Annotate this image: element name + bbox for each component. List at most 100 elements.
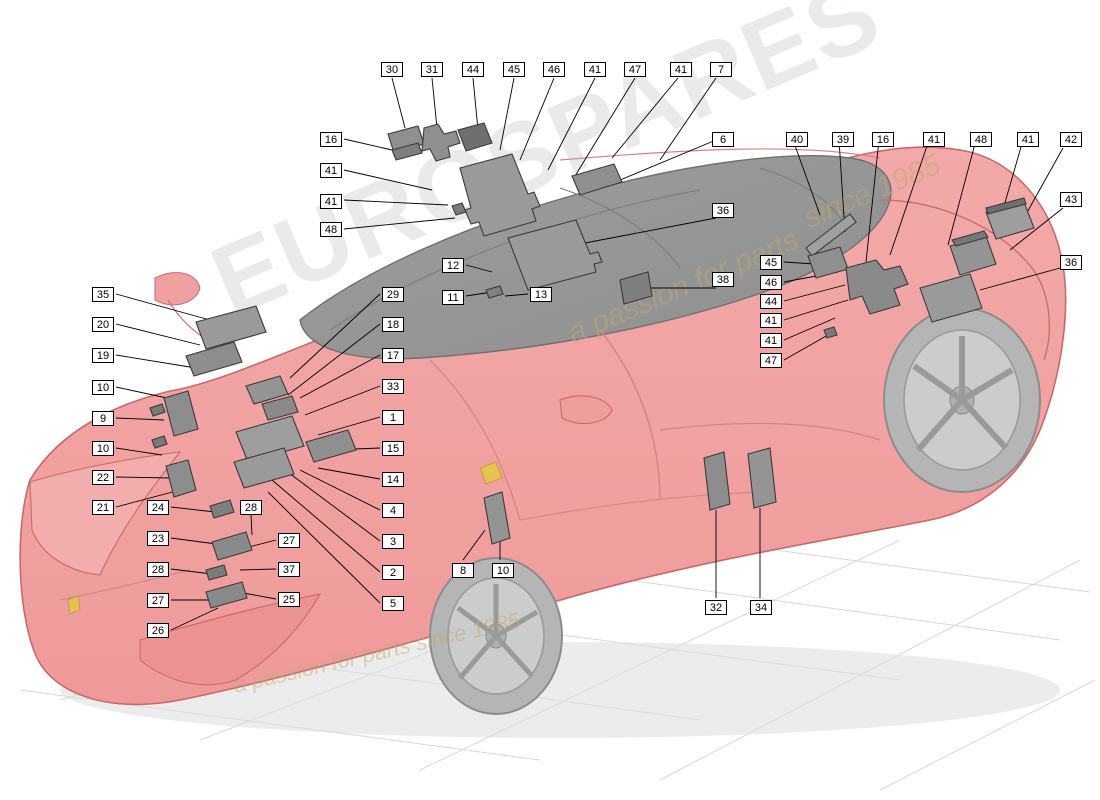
callout-32[interactable]: 32 [705, 600, 727, 615]
callout-45[interactable]: 45 [503, 62, 525, 77]
callout-41[interactable]: 41 [584, 62, 606, 77]
callout-1[interactable]: 1 [382, 410, 404, 425]
callout-28[interactable]: 28 [240, 500, 262, 515]
callout-12[interactable]: 12 [442, 258, 464, 273]
callout-36[interactable]: 36 [712, 203, 734, 218]
callout-25[interactable]: 25 [278, 592, 300, 607]
callout-13[interactable]: 13 [530, 287, 552, 302]
leader-line [299, 469, 381, 511]
wheel-rear [883, 307, 1041, 493]
callout-10[interactable]: 10 [92, 380, 114, 395]
leader-line [115, 293, 211, 321]
leader-line [115, 417, 165, 421]
callout-48[interactable]: 48 [320, 222, 342, 237]
callout-19[interactable]: 19 [92, 348, 114, 363]
callout-42[interactable]: 42 [1060, 132, 1082, 147]
leader-line [115, 447, 163, 456]
callout-44[interactable]: 44 [760, 294, 782, 309]
callout-6[interactable]: 6 [712, 132, 734, 147]
callout-46[interactable]: 46 [760, 275, 782, 290]
callout-35[interactable]: 35 [92, 287, 114, 302]
callout-40[interactable]: 40 [786, 132, 808, 147]
leader-lines [115, 77, 1064, 631]
callout-41[interactable]: 41 [923, 132, 945, 147]
component-42-fins [985, 197, 1027, 215]
callout-7[interactable]: 7 [710, 62, 732, 77]
callout-21[interactable]: 21 [92, 500, 114, 515]
callout-41[interactable]: 41 [670, 62, 692, 77]
callout-18[interactable]: 18 [382, 317, 404, 332]
callout-14[interactable]: 14 [382, 472, 404, 487]
callout-5[interactable]: 5 [382, 596, 404, 611]
component-34 [747, 447, 777, 509]
leader-line [343, 138, 393, 151]
callout-41[interactable]: 41 [1017, 132, 1039, 147]
leader-line [865, 139, 880, 263]
callout-45[interactable]: 45 [760, 255, 782, 270]
callout-43[interactable]: 43 [1060, 192, 1082, 207]
callout-27[interactable]: 27 [147, 593, 169, 608]
callout-15[interactable]: 15 [382, 441, 404, 456]
callout-20[interactable]: 20 [92, 317, 114, 332]
callout-29[interactable]: 29 [382, 287, 404, 302]
callout-47[interactable]: 47 [760, 353, 782, 368]
callout-41[interactable]: 41 [760, 333, 782, 348]
callout-48[interactable]: 48 [970, 132, 992, 147]
callout-3[interactable]: 3 [382, 534, 404, 549]
callout-47[interactable]: 47 [624, 62, 646, 77]
callout-46[interactable]: 46 [543, 62, 565, 77]
component-33 [261, 395, 299, 421]
callout-8[interactable]: 8 [452, 563, 474, 578]
leader-line [783, 334, 829, 361]
leader-line [170, 607, 219, 631]
callout-41[interactable]: 41 [760, 313, 782, 328]
callout-16[interactable]: 16 [872, 132, 894, 147]
callout-27[interactable]: 27 [278, 533, 300, 548]
callout-28[interactable]: 28 [147, 562, 169, 577]
component-13 [507, 219, 603, 291]
leader-line [115, 354, 197, 369]
leader-line [838, 139, 846, 233]
callout-24[interactable]: 24 [147, 500, 169, 515]
callout-26[interactable]: 26 [147, 623, 169, 638]
callout-38[interactable]: 38 [712, 272, 734, 287]
leader-line [115, 489, 181, 508]
leader-line [317, 416, 381, 436]
callout-10[interactable]: 10 [92, 441, 114, 456]
leader-line [343, 217, 456, 230]
leader-line [299, 354, 381, 399]
component-28 [205, 564, 228, 581]
callout-30[interactable]: 30 [381, 62, 403, 77]
callout-4[interactable]: 4 [382, 503, 404, 518]
callout-10[interactable]: 10 [492, 563, 514, 578]
callout-37[interactable]: 37 [278, 562, 300, 577]
callout-11[interactable]: 11 [442, 290, 464, 305]
callout-41[interactable]: 41 [320, 163, 342, 178]
leader-line [792, 139, 821, 216]
callout-41[interactable]: 41 [320, 194, 342, 209]
component-11 [485, 285, 504, 299]
callout-36[interactable]: 36 [1060, 255, 1082, 270]
callout-2[interactable]: 2 [382, 565, 404, 580]
leader-line [472, 77, 479, 131]
callout-33[interactable]: 33 [382, 379, 404, 394]
leader-line [304, 385, 381, 416]
callout-17[interactable]: 17 [382, 348, 404, 363]
callout-34[interactable]: 34 [750, 600, 772, 615]
leader-line [519, 77, 555, 161]
component-10a [149, 403, 166, 417]
callout-9[interactable]: 9 [92, 411, 114, 426]
callout-22[interactable]: 22 [92, 470, 114, 485]
callout-16[interactable]: 16 [320, 132, 342, 147]
callout-44[interactable]: 44 [462, 62, 484, 77]
exploded-components [149, 122, 1035, 609]
callout-39[interactable]: 39 [832, 132, 854, 147]
callout-23[interactable]: 23 [147, 531, 169, 546]
leader-line [343, 169, 433, 191]
leader-line [979, 267, 1061, 291]
component-24 [209, 499, 235, 519]
component-36b [919, 273, 983, 323]
callout-31[interactable]: 31 [421, 62, 443, 77]
leader-line [239, 568, 277, 571]
